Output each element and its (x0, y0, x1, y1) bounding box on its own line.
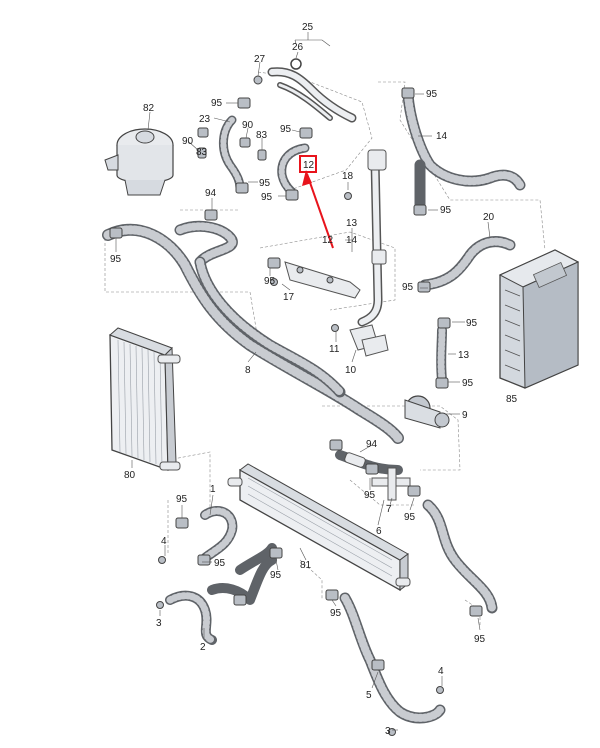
callout-14-b: 14 (346, 235, 358, 246)
callout-95-l: 95 (364, 490, 376, 501)
callout-80: 80 (124, 470, 136, 481)
callout-95-c: 95 (280, 124, 292, 135)
callout-25: 25 (302, 22, 314, 33)
callout-12: 12 (322, 235, 334, 246)
highlight-arrow-head (302, 170, 312, 186)
callout-95-m: 95 (176, 494, 188, 505)
bracket-17 (284, 261, 361, 299)
callout-26: 26 (292, 42, 304, 53)
hose-clamps (109, 87, 483, 671)
callout-1: 1 (210, 484, 216, 495)
callout-95-d: 95 (259, 178, 271, 189)
callout-90-a: 90 (242, 120, 254, 131)
highlight-box (299, 155, 317, 173)
callout-2: 2 (200, 642, 206, 653)
auxiliary-cooler-81 (227, 463, 411, 592)
callout-95-b: 95 (426, 89, 438, 100)
highlight-part-22 (299, 155, 334, 249)
callout-4-b: 4 (438, 666, 444, 677)
callout-95-k: 95 (462, 378, 474, 389)
callout-9: 9 (462, 410, 468, 421)
callout-95-f: 95 (440, 205, 452, 216)
bolts (156, 58, 444, 736)
callout-83-a: 83 (256, 130, 268, 141)
callout-83-b: 83 (196, 147, 208, 158)
highlight-arrow-shaft (306, 173, 334, 249)
callout-82: 82 (143, 103, 155, 114)
coolant-pump-9 (404, 395, 450, 429)
callout-22: 12 (303, 160, 315, 171)
callout-6: 6 (376, 526, 382, 537)
leader-lines (115, 32, 491, 731)
hoses (102, 89, 526, 724)
callout-23: 23 (199, 114, 211, 125)
callout-20: 20 (483, 212, 495, 223)
callout-8: 8 (245, 365, 251, 376)
callout-13-a: 13 (346, 218, 358, 229)
callout-10: 10 (345, 365, 357, 376)
callout-95-p: 95 (270, 570, 282, 581)
callout-11: 11 (329, 344, 340, 355)
callout-27: 27 (254, 54, 266, 65)
expansion-tank-82 (104, 128, 174, 196)
coolant-pipe-25 (267, 67, 357, 123)
callout-95-g: 95 (110, 254, 122, 265)
callout-95-r: 95 (474, 634, 486, 645)
callout-7: 7 (386, 504, 392, 515)
control-unit-85 (498, 249, 580, 389)
brackets-10-11 (349, 324, 389, 357)
callout-95-e: 95 (261, 192, 273, 203)
radiator-80 (109, 327, 181, 472)
coolant-pipe-12 (357, 149, 387, 327)
callout-90-b: 90 (182, 136, 194, 147)
t-connector-7 (344, 452, 411, 501)
callout-95-o: 95 (214, 558, 226, 569)
callout-18: 18 (342, 171, 354, 182)
callout-85: 85 (506, 394, 518, 405)
callout-17: 17 (283, 292, 295, 303)
callout-95-i: 95 (402, 282, 414, 293)
callout-14-a: 14 (436, 131, 448, 142)
callout-95-n: 95 (404, 512, 416, 523)
callout-95-q: 95 (330, 608, 342, 619)
callout-95-h: 95 (264, 276, 276, 287)
callout-95-a: 95 (211, 98, 223, 109)
callout-labels: 25 26 27 95 95 82 23 90 83 95 90 83 14 1… (110, 22, 518, 737)
callout-94-b: 94 (366, 439, 378, 450)
callout-4-a: 4 (161, 536, 167, 547)
callout-81: 81 (300, 560, 312, 571)
callout-94-a: 94 (205, 188, 217, 199)
callout-5: 5 (366, 690, 372, 701)
callout-3-a: 3 (156, 618, 162, 629)
callout-3-b: 3 (385, 726, 391, 737)
callout-13-b: 13 (458, 350, 470, 361)
callout-95-j: 95 (466, 318, 478, 329)
